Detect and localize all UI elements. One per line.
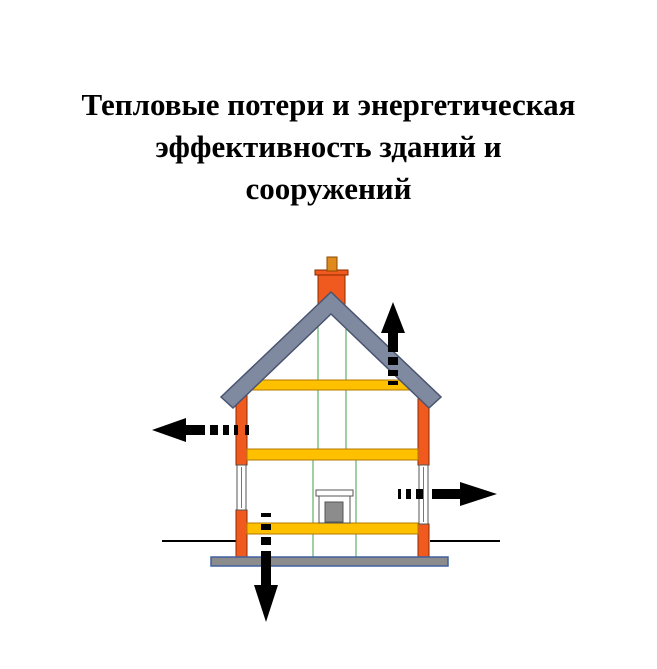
- middle-floor-beam: [246, 448, 419, 461]
- ground-floor-beam: [246, 522, 419, 535]
- page-title: Тепловые потери и энергетическая эффекти…: [0, 84, 657, 210]
- heat-loss-arrow-floor-down: [254, 513, 278, 622]
- roof: [219, 290, 443, 410]
- left-window-icon: [236, 464, 247, 511]
- title-line-3: сооружений: [245, 171, 412, 206]
- title-line-2: эффективность зданий и: [155, 129, 502, 164]
- heat-loss-arrow-roof-up: [381, 302, 405, 385]
- heat-loss-arrow-window-right: [398, 482, 497, 506]
- title-line-1: Тепловые потери и энергетическая: [81, 87, 576, 122]
- foundation: [210, 556, 449, 567]
- fireplace-icon: [315, 489, 354, 524]
- heat-loss-arrow-wall-left: [152, 418, 249, 442]
